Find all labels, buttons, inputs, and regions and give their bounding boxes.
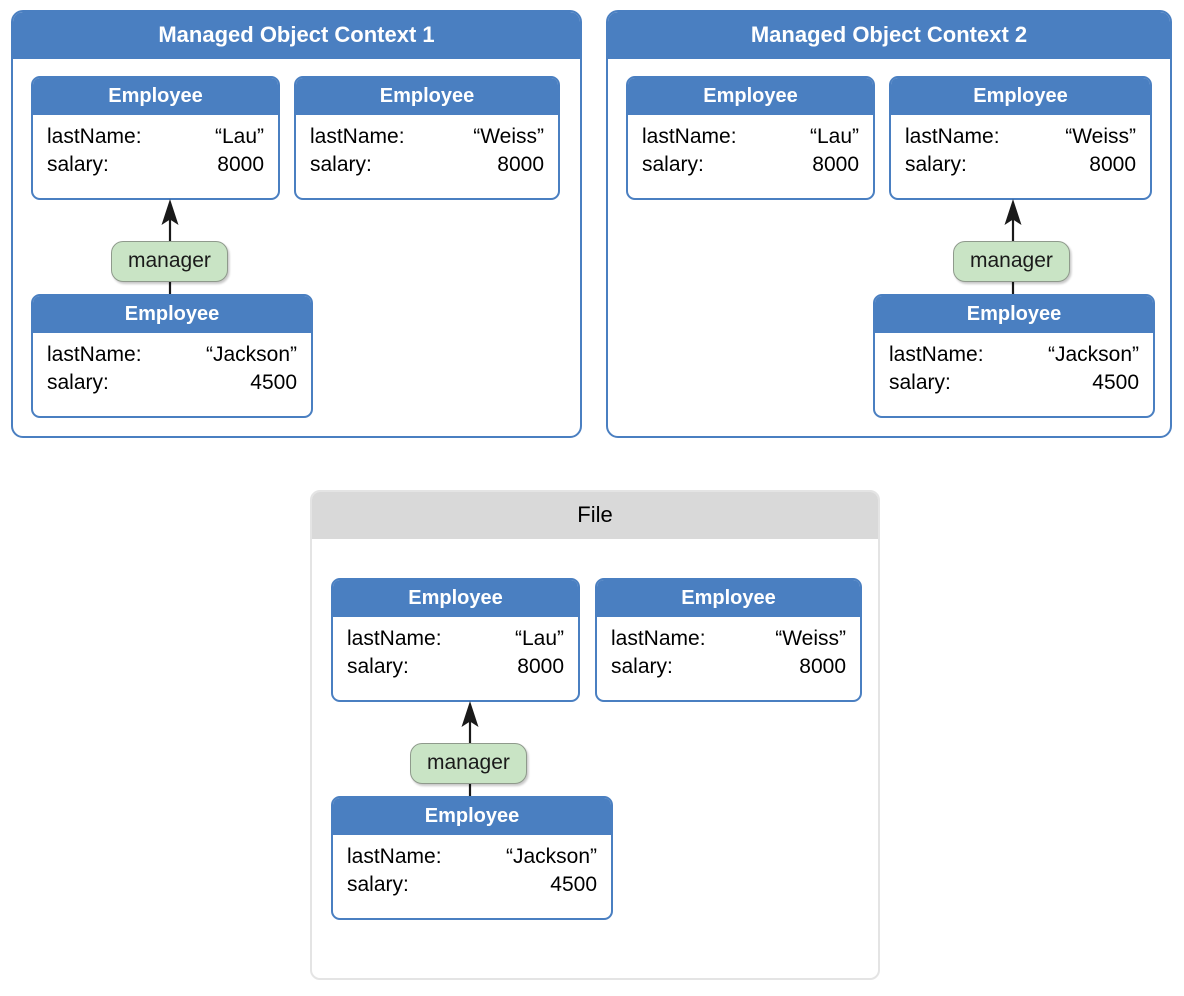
attribute-key: lastName: <box>47 343 142 366</box>
attribute-value: “Lau” <box>514 627 564 650</box>
attribute-key: lastName: <box>889 343 984 366</box>
attribute-value: 8000 <box>812 152 859 176</box>
object-box-employee-weiss-file[interactable]: Employee lastName: “Weiss” salary: 8000 <box>595 578 862 702</box>
relationship-label-manager-context-1[interactable]: manager <box>111 241 228 282</box>
object-box-employee-jackson-context-1[interactable]: Employee lastName: “Jackson” salary: 450… <box>31 294 313 418</box>
attribute-row-lastname: lastName: “Weiss” <box>310 123 544 151</box>
object-box-body: lastName: “Jackson” salary: 4500 <box>333 835 611 909</box>
attribute-key: lastName: <box>611 627 706 650</box>
object-box-title: Employee <box>296 78 558 115</box>
object-box-body: lastName: “Lau” salary: 8000 <box>33 115 278 189</box>
attribute-value: 8000 <box>1089 152 1136 176</box>
object-box-title: Employee <box>33 296 311 333</box>
attribute-key: salary: <box>310 152 372 176</box>
attribute-row-salary: salary: 8000 <box>905 151 1136 179</box>
attribute-key: lastName: <box>47 125 142 148</box>
attribute-key: salary: <box>47 152 109 176</box>
panel-title-context-1: Managed Object Context 1 <box>13 12 580 59</box>
attribute-row-salary: salary: 4500 <box>47 369 297 397</box>
attribute-row-salary: salary: 8000 <box>47 151 264 179</box>
relationship-label-manager-context-2[interactable]: manager <box>953 241 1070 282</box>
attribute-value: 8000 <box>217 152 264 176</box>
object-box-title: Employee <box>875 296 1153 333</box>
object-box-employee-lau-file[interactable]: Employee lastName: “Lau” salary: 8000 <box>331 578 580 702</box>
object-box-employee-lau-context-1[interactable]: Employee lastName: “Lau” salary: 8000 <box>31 76 280 200</box>
attribute-key: lastName: <box>642 125 737 148</box>
object-box-title: Employee <box>333 580 578 617</box>
object-box-body: lastName: “Lau” salary: 8000 <box>628 115 873 189</box>
attribute-value: “Jackson” <box>505 845 597 868</box>
object-box-employee-weiss-context-2[interactable]: Employee lastName: “Weiss” salary: 8000 <box>889 76 1152 200</box>
object-box-body: lastName: “Jackson” salary: 4500 <box>875 333 1153 407</box>
attribute-value: 8000 <box>497 152 544 176</box>
object-box-employee-lau-context-2[interactable]: Employee lastName: “Lau” salary: 8000 <box>626 76 875 200</box>
relationship-label-manager-file[interactable]: manager <box>410 743 527 784</box>
attribute-key: salary: <box>47 370 109 394</box>
attribute-row-salary: salary: 8000 <box>310 151 544 179</box>
object-box-title: Employee <box>597 580 860 617</box>
attribute-row-lastname: lastName: “Jackson” <box>347 843 597 871</box>
attribute-row-lastname: lastName: “Lau” <box>347 625 564 653</box>
object-box-employee-jackson-file[interactable]: Employee lastName: “Jackson” salary: 450… <box>331 796 613 920</box>
attribute-row-salary: salary: 8000 <box>642 151 859 179</box>
attribute-row-salary: salary: 8000 <box>347 653 564 681</box>
attribute-value: “Jackson” <box>205 343 297 366</box>
object-box-body: lastName: “Weiss” salary: 8000 <box>597 617 860 691</box>
attribute-value: “Lau” <box>809 125 859 148</box>
attribute-row-lastname: lastName: “Lau” <box>47 123 264 151</box>
object-box-title: Employee <box>33 78 278 115</box>
attribute-key: lastName: <box>310 125 405 148</box>
object-box-body: lastName: “Weiss” salary: 8000 <box>296 115 558 189</box>
attribute-row-salary: salary: 4500 <box>347 871 597 899</box>
object-box-body: lastName: “Weiss” salary: 8000 <box>891 115 1150 189</box>
object-box-body: lastName: “Lau” salary: 8000 <box>333 617 578 691</box>
attribute-value: 4500 <box>1092 370 1139 394</box>
attribute-value: “Lau” <box>214 125 264 148</box>
attribute-key: salary: <box>347 872 409 896</box>
attribute-row-lastname: lastName: “Lau” <box>642 123 859 151</box>
attribute-key: salary: <box>889 370 951 394</box>
attribute-key: salary: <box>905 152 967 176</box>
attribute-row-salary: salary: 8000 <box>611 653 846 681</box>
attribute-row-lastname: lastName: “Jackson” <box>47 341 297 369</box>
attribute-row-lastname: lastName: “Jackson” <box>889 341 1139 369</box>
attribute-value: “Weiss” <box>1065 125 1136 148</box>
attribute-row-lastname: lastName: “Weiss” <box>611 625 846 653</box>
attribute-key: salary: <box>347 654 409 678</box>
attribute-value: 8000 <box>799 654 846 678</box>
object-box-title: Employee <box>628 78 873 115</box>
object-box-title: Employee <box>333 798 611 835</box>
attribute-key: lastName: <box>347 627 442 650</box>
attribute-value: “Weiss” <box>473 125 544 148</box>
panel-title-context-2: Managed Object Context 2 <box>608 12 1170 59</box>
panel-title-file: File <box>312 492 878 539</box>
attribute-row-salary: salary: 4500 <box>889 369 1139 397</box>
attribute-value: “Jackson” <box>1047 343 1139 366</box>
attribute-value: 4500 <box>250 370 297 394</box>
object-box-title: Employee <box>891 78 1150 115</box>
attribute-value: 4500 <box>550 872 597 896</box>
attribute-key: salary: <box>642 152 704 176</box>
attribute-key: lastName: <box>347 845 442 868</box>
attribute-key: salary: <box>611 654 673 678</box>
attribute-value: “Weiss” <box>775 627 846 650</box>
attribute-key: lastName: <box>905 125 1000 148</box>
object-box-body: lastName: “Jackson” salary: 4500 <box>33 333 311 407</box>
object-box-employee-weiss-context-1[interactable]: Employee lastName: “Weiss” salary: 8000 <box>294 76 560 200</box>
object-box-employee-jackson-context-2[interactable]: Employee lastName: “Jackson” salary: 450… <box>873 294 1155 418</box>
attribute-value: 8000 <box>517 654 564 678</box>
attribute-row-lastname: lastName: “Weiss” <box>905 123 1136 151</box>
